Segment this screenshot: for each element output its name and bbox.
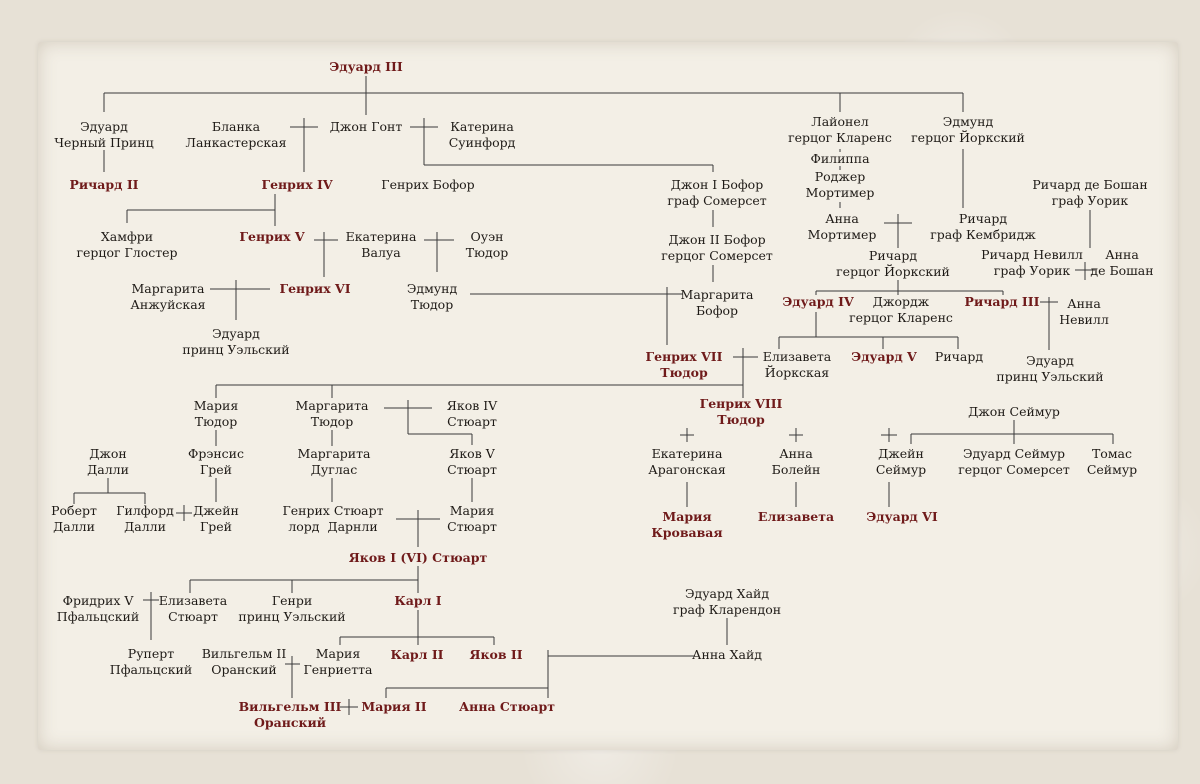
- person-edward4: Эдуард IV: [782, 294, 854, 309]
- person-katherine: Катерина Суинфорд: [448, 119, 516, 150]
- person-richard2: Ричард II: [69, 177, 139, 192]
- person-catherine-valois: Екатерина Валуа: [345, 229, 417, 260]
- person-mary2: Мария II: [361, 699, 427, 714]
- person-henry6: Генрих VI: [279, 281, 351, 296]
- person-charles2: Карл II: [390, 647, 444, 662]
- person-jane-seymour: Джейн Сеймур: [875, 446, 927, 477]
- person-james4: Яков IV Стюарт: [446, 398, 498, 429]
- person-frances-grey: Фрэнсис Грей: [187, 446, 245, 477]
- person-richard-neville: Ричард Невилл граф Уорик: [981, 247, 1083, 278]
- person-edmund-tudor: Эдмунд Тюдор: [406, 281, 458, 312]
- person-henry-beaufort: Генрих Бофор: [381, 177, 475, 192]
- person-mary-henrietta: Мария Генриетта: [303, 646, 373, 677]
- person-henry4: Генрих IV: [261, 177, 333, 192]
- person-jane-grey: Джейн Грей: [193, 503, 239, 534]
- person-elizabeth-stuart: Елизавета Стюарт: [158, 593, 228, 624]
- person-john-seymour: Джон Сеймур: [968, 404, 1060, 419]
- person-john2-beaufort: Джон II Бофор герцог Сомерсет: [661, 232, 773, 263]
- person-anne-beauchamp: Анна де Бошан: [1090, 247, 1154, 278]
- person-margaret-tudor: Маргарита Тюдор: [295, 398, 369, 429]
- person-margaret-anjou: Маргарита Анжуйская: [130, 281, 206, 312]
- person-john1-beaufort: Джон I Бофор граф Сомерсет: [667, 177, 767, 208]
- person-james1: Яков I (VI) Стюарт: [348, 550, 488, 565]
- person-guildford-dudley: Гилфорд Далли: [116, 503, 174, 534]
- person-mary1: Мария Кровавая: [651, 509, 723, 540]
- person-edmund-york: Эдмунд герцог Йоркский: [911, 114, 1025, 145]
- person-margaret-douglas: Маргарита Дуглас: [297, 446, 371, 477]
- person-owen-tudor: Оуэн Тюдор: [465, 229, 509, 260]
- person-catherine-aragon: Екатерина Арагонская: [648, 446, 726, 477]
- person-richard-york: Ричард герцог Йоркский: [836, 248, 950, 279]
- person-mary-tudor: Мария Тюдор: [193, 398, 239, 429]
- person-william2-orange: Вильгельм II Оранский: [201, 646, 287, 677]
- person-thomas-seymour: Томас Сеймур: [1086, 446, 1138, 477]
- person-henry7: Генрих VII Тюдор: [645, 349, 723, 380]
- person-philippa: Филиппа: [810, 151, 870, 166]
- person-edward-prince-wales2: Эдуард принц Уэльский: [996, 353, 1104, 384]
- person-humphrey: Хамфри герцог Глостер: [76, 229, 178, 260]
- person-elizabeth1: Елизавета: [757, 509, 835, 524]
- person-john-dudley: Джон Далли: [87, 446, 129, 477]
- person-edward6: Эдуард VI: [866, 509, 938, 524]
- person-anne-mortimer: Анна Мортимер: [807, 211, 877, 242]
- person-anne-neville: Анна Невилл: [1059, 296, 1109, 327]
- person-rupert: Руперт Пфальцский: [109, 646, 193, 677]
- person-james5: Яков V Стюарт: [447, 446, 497, 477]
- person-anne-stuart: Анна Стюарт: [458, 699, 556, 714]
- person-james2: Яков II: [469, 647, 523, 662]
- person-robert-dudley: Роберт Далли: [51, 503, 97, 534]
- person-margaret-beaufort: Маргарита Бофор: [680, 287, 754, 318]
- person-edward-hyde: Эдуард Хайд граф Кларендон: [672, 586, 782, 617]
- person-edward-prince-wales1: Эдуард принц Уэльский: [182, 326, 290, 357]
- person-william3: Вильгельм III Оранский: [238, 699, 342, 730]
- person-edward-seymour: Эдуард Сеймур герцог Сомерсет: [958, 446, 1070, 477]
- person-george-clarence: Джордж герцог Кларенс: [849, 294, 953, 325]
- person-henry-frederick: Генри принц Уэльский: [238, 593, 346, 624]
- person-mary-stuart: Мария Стюарт: [447, 503, 497, 534]
- person-henry-darnley: Генрих Стюарт лорд Дарнли: [282, 503, 384, 534]
- person-edward5: Эдуард V: [851, 349, 917, 364]
- person-anne-boleyn: Анна Болейн: [771, 446, 821, 477]
- person-lionel: Лайонел герцог Кларенс: [788, 114, 892, 145]
- person-blanche: Бланка Ланкастерская: [185, 119, 287, 150]
- person-john-gaunt: Джон Гонт: [329, 119, 403, 134]
- person-charles1: Карл I: [394, 593, 442, 608]
- person-elizabeth-york: Елизавета Йоркская: [762, 349, 832, 380]
- person-richard-beauchamp: Ричард де Бошан граф Уорик: [1032, 177, 1148, 208]
- person-black-prince: Эдуард Черный Принц: [54, 119, 154, 150]
- person-richard-cambridge: Ричард граф Кембридж: [930, 211, 1036, 242]
- person-richard-shrewsbury: Ричард: [934, 349, 984, 364]
- person-richard3: Ричард III: [964, 294, 1040, 309]
- parchment-sheet: [38, 42, 1178, 750]
- person-roger-mortimer: Роджер Мортимер: [805, 169, 875, 200]
- person-frederick5: Фридрих V Пфальцский: [56, 593, 140, 624]
- person-anne-hyde: Анна Хайд: [692, 647, 762, 662]
- person-henry5: Генрих V: [239, 229, 305, 244]
- person-henry8: Генрих VIII Тюдор: [699, 396, 783, 427]
- person-edward3: Эдуард III: [329, 59, 403, 74]
